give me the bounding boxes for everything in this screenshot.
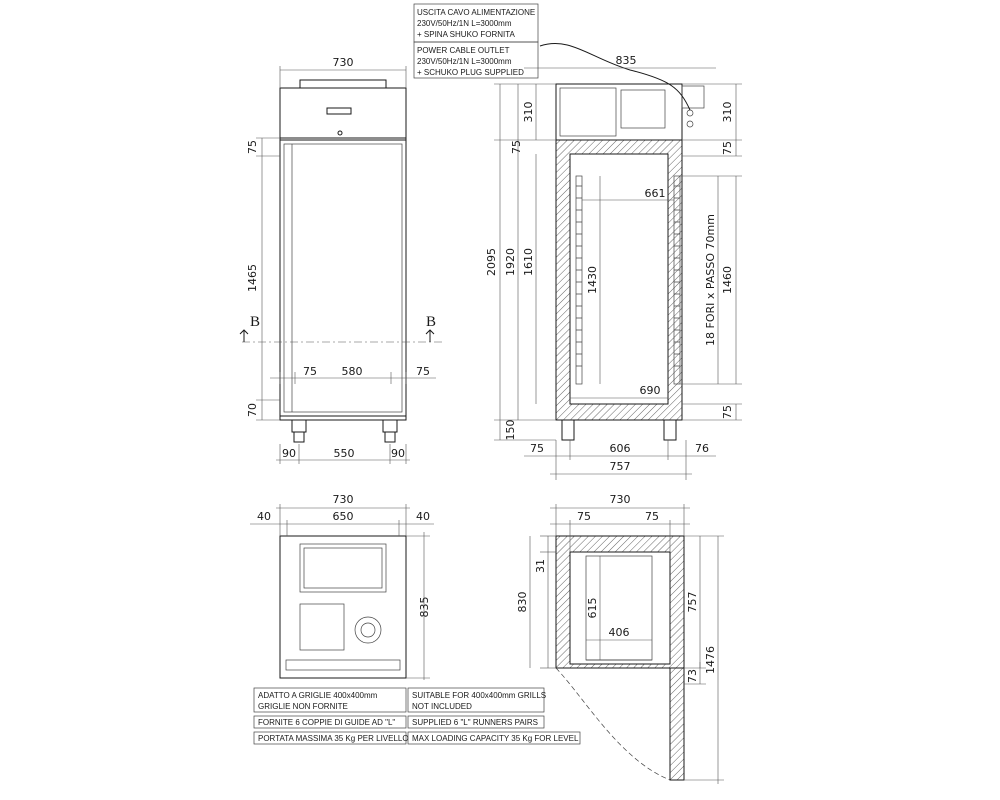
svg-text:GRIGLIE NON FORNITE: GRIGLIE NON FORNITE: [258, 702, 348, 711]
side-top-insulation-right: 75: [721, 141, 734, 155]
front-inner-width: 580: [342, 365, 363, 378]
side-top-width: 835: [616, 54, 637, 67]
side-wall-right: 76: [695, 442, 709, 455]
front-top-width: 730: [333, 56, 354, 69]
plan-outer-depth: 830: [516, 592, 529, 613]
front-foot-left: 90: [282, 447, 296, 460]
plan-wall-left: 75: [577, 510, 591, 523]
svg-text:FORNITE 6 COPPIE DI GUIDE AD ": FORNITE 6 COPPIE DI GUIDE AD "L": [258, 718, 395, 727]
top-side-left: 40: [257, 510, 271, 523]
plan-total-width: 730: [610, 493, 631, 506]
side-runner-range: 1460: [721, 266, 734, 294]
side-section: 835 2095 1920 310 1610 150 1430 661 690 …: [485, 42, 742, 480]
front-plinth: 70: [246, 403, 259, 417]
side-bottom-insulation: 75: [721, 405, 734, 419]
side-inner-depth: 606: [610, 442, 631, 455]
side-unit-height-right: 310: [721, 102, 734, 123]
svg-text:USCITA CAVO ALIMENTAZIONE: USCITA CAVO ALIMENTAZIONE: [417, 8, 535, 17]
top-side-right: 40: [416, 510, 430, 523]
side-feet-height: 150: [504, 420, 517, 441]
svg-text:230V/50Hz/1N L=3000mm: 230V/50Hz/1N L=3000mm: [417, 19, 512, 28]
side-inner-width-top: 661: [645, 187, 666, 200]
compressor: [299, 603, 345, 651]
plan-door-open-depth: 1476: [704, 646, 717, 674]
plan-section: 730 75 75 31 830 615 406 757 73 1476: [516, 493, 724, 784]
top-inner-width: 650: [333, 510, 354, 523]
plan-door-thickness: 73: [686, 669, 699, 683]
cable-notes: USCITA CAVO ALIMENTAZIONE 230V/50Hz/1N L…: [413, 3, 539, 79]
svg-text:MAX LOADING CAPACITY 35 Kg FOR: MAX LOADING CAPACITY 35 Kg FOR LEVEL: [412, 734, 579, 743]
section-mark-right: B: [426, 314, 436, 330]
plan-wall-right: 75: [645, 510, 659, 523]
fan-icon: [354, 616, 382, 644]
svg-text:POWER CABLE OUTLET: POWER CABLE OUTLET: [417, 46, 510, 55]
plan-door-gap: 31: [534, 559, 547, 573]
side-runner-spec: 18 FORI x PASSO 70mm: [704, 214, 717, 346]
side-total-depth: 757: [610, 460, 631, 473]
front-inner-left: 75: [303, 365, 317, 378]
svg-text:PORTATA MASSIMA 35 Kg PER LIVE: PORTATA MASSIMA 35 Kg PER LIVELLO: [258, 734, 409, 743]
svg-text:SUITABLE FOR 400x400mm GRILLS: SUITABLE FOR 400x400mm GRILLS: [412, 691, 546, 700]
top-total-width: 730: [333, 493, 354, 506]
side-total-height: 2095: [485, 248, 498, 276]
section-mark-left: B: [250, 314, 260, 330]
side-inner-height: 1610: [522, 248, 535, 276]
plan-inner-depth: 757: [686, 592, 699, 613]
front-foot-right: 90: [391, 447, 405, 460]
svg-text:+ SPINA SHUKO FORNITA: + SPINA SHUKO FORNITA: [417, 30, 516, 39]
svg-text:+ SCHUKO PLUG SUPPLIED: + SCHUKO PLUG SUPPLIED: [417, 68, 524, 77]
front-door-top: 75: [246, 140, 259, 154]
control-display: [326, 107, 352, 115]
top-depth: 835: [418, 597, 431, 618]
lock-icon: [337, 130, 343, 136]
runner-rails: [575, 175, 681, 385]
top-view: 730 40 650 40 835: [250, 493, 434, 680]
side-runner-height: 1430: [586, 266, 599, 294]
svg-text:230V/50Hz/1N L=3000mm: 230V/50Hz/1N L=3000mm: [417, 57, 512, 66]
side-unit-height: 310: [522, 102, 535, 123]
front-foot-span: 550: [334, 447, 355, 460]
side-body-height: 1920: [504, 248, 517, 276]
side-inner-width-bottom: 690: [640, 384, 661, 397]
front-door-height: 1465: [246, 264, 259, 292]
side-top-insulation: 75: [510, 140, 523, 154]
grill-notes: ADATTO A GRIGLIE 400x400mm GRIGLIE NON F…: [253, 687, 581, 745]
front-inner-right: 75: [416, 365, 430, 378]
svg-text:SUPPLIED 6 "L" RUNNERS PAIRS: SUPPLIED 6 "L" RUNNERS PAIRS: [412, 718, 538, 727]
plan-runner-depth: 615: [586, 598, 599, 619]
svg-text:NOT INCLUDED: NOT INCLUDED: [412, 702, 472, 711]
plan-grill-width: 406: [609, 626, 630, 639]
side-wall-left: 75: [530, 442, 544, 455]
front-view: 730 75 1465 70 B B 75 580 75 90 550 90: [239, 56, 442, 464]
svg-text:ADATTO A GRIGLIE 400x400mm: ADATTO A GRIGLIE 400x400mm: [258, 691, 378, 700]
